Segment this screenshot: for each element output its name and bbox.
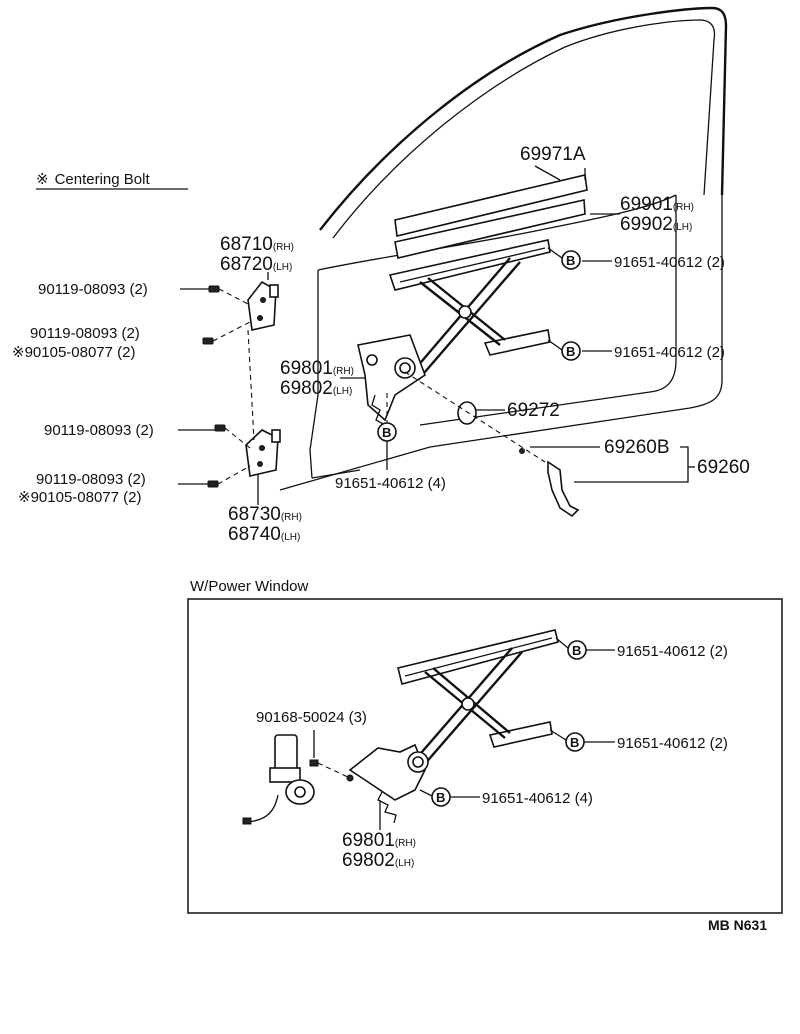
- label-bolt-90119-1: 90119-08093 (2): [38, 281, 148, 298]
- pw-label-bolt-b1: 91651-40612 (2): [617, 643, 728, 660]
- pw-label-bolt-b3: 91651-40612 (4): [482, 790, 593, 807]
- label-68710: 68710(RH): [220, 234, 294, 255]
- manual-window-regulator: [357, 239, 551, 436]
- label-69901: 69901(RH): [620, 194, 694, 215]
- label-68730: 68730(RH): [228, 504, 302, 525]
- glass-run-channel: [394, 165, 588, 259]
- svg-text:B: B: [566, 344, 575, 359]
- label-68720: 68720(LH): [220, 254, 292, 275]
- label-bolt-90119-3: 90119-08093 (2): [44, 422, 154, 439]
- centering-bolt-legend: ※ Centering Bolt: [36, 171, 150, 188]
- pw-bolt-marker-1: B: [567, 640, 587, 660]
- label-bolt-90105-2: ※90105-08077 (2): [18, 489, 142, 506]
- lower-hinge: [245, 429, 281, 477]
- label-69971a: 69971A: [520, 144, 586, 165]
- label-bolt-90105-1: ※90105-08077 (2): [12, 344, 136, 361]
- door-outline: [279, 6, 728, 491]
- hinge-bolts: [202, 285, 251, 488]
- power-window-regulator: [346, 629, 559, 824]
- pw-label-screw: 90168-50024 (3): [256, 709, 367, 726]
- svg-text:B: B: [436, 790, 445, 805]
- label-69260b: 69260B: [604, 437, 670, 458]
- label-bolt-90119-4: 90119-08093 (2): [36, 471, 146, 488]
- label-69902: 69902(LH): [620, 214, 692, 235]
- pw-label-69802: 69802(LH): [342, 850, 414, 871]
- legend-text: Centering Bolt: [55, 171, 151, 188]
- pw-bolt-marker-3: B: [431, 787, 451, 807]
- label-69272: 69272: [507, 400, 560, 421]
- svg-text:B: B: [382, 425, 391, 440]
- svg-text:B: B: [570, 735, 579, 750]
- label-bolt-b3: 91651-40612 (4): [335, 475, 446, 492]
- power-window-leaders: [379, 637, 615, 830]
- drawing-code: MB N631: [708, 917, 767, 933]
- svg-text:B: B: [572, 643, 581, 658]
- window-crank-handle: [404, 371, 580, 518]
- bolt-marker-2: B: [561, 341, 581, 361]
- pw-bolt-marker-2: B: [565, 732, 585, 752]
- label-69801: 69801(RH): [280, 358, 354, 379]
- label-bolt-90119-2: 90119-08093 (2): [30, 325, 140, 342]
- pw-label-69801: 69801(RH): [342, 830, 416, 851]
- bolt-marker-1: B: [561, 250, 581, 270]
- power-window-frame: [187, 598, 783, 914]
- legend-symbol: ※: [36, 171, 49, 188]
- label-bolt-b2: 91651-40612 (2): [614, 344, 725, 361]
- power-window-motor: [242, 730, 351, 825]
- label-68740: 68740(LH): [228, 524, 300, 545]
- power-window-title: W/Power Window: [190, 578, 309, 595]
- upper-hinge: [247, 280, 279, 331]
- label-bolt-b1: 91651-40612 (2): [614, 254, 725, 271]
- label-69260: 69260: [697, 457, 750, 478]
- bolt-marker-3: B: [377, 422, 397, 442]
- label-69802: 69802(LH): [280, 378, 352, 399]
- pw-label-bolt-b2: 91651-40612 (2): [617, 735, 728, 752]
- leader-lines: [178, 168, 695, 505]
- svg-text:B: B: [566, 253, 575, 268]
